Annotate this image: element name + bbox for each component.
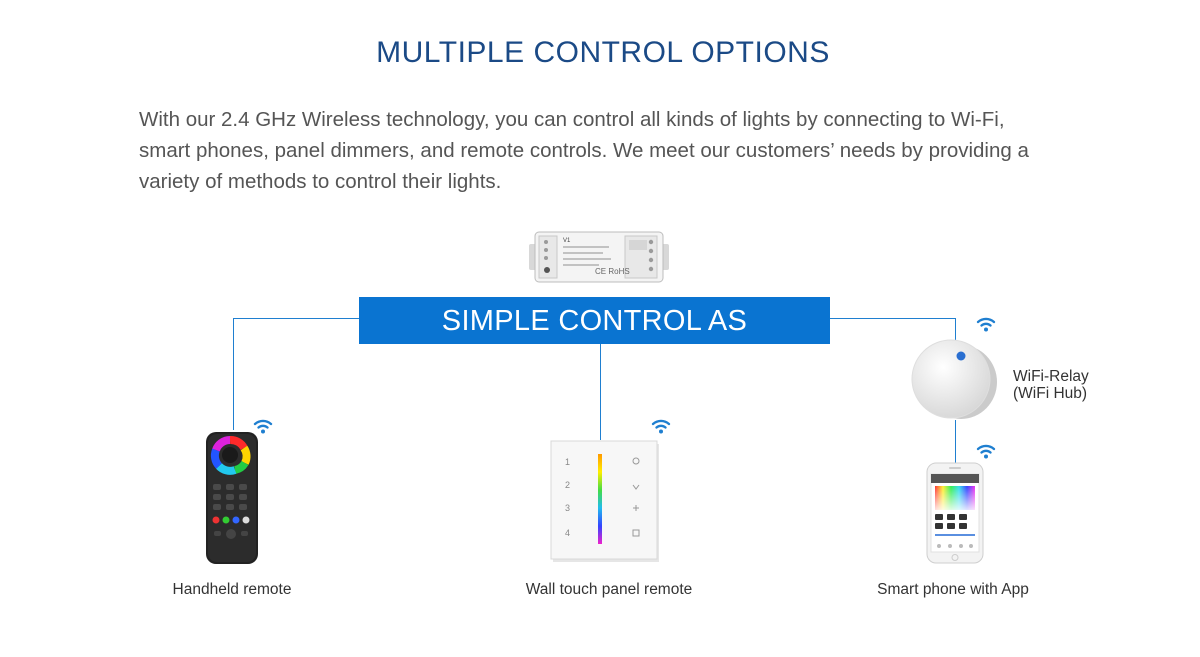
panel-zone: 4 [565, 528, 570, 538]
handheld-remote [206, 432, 258, 564]
connector-line [233, 318, 360, 319]
wall-touch-panel: 1 2 3 4 [550, 440, 659, 562]
wifi-relay-hub [911, 339, 997, 419]
intro-line: With our 2.4 GHz Wireless technology, yo… [139, 108, 1005, 131]
caption-handheld-remote: Handheld remote [172, 581, 292, 598]
wifi-icon [976, 317, 996, 332]
connector-line [955, 420, 956, 464]
relay-label: WiFi-Relay (WiFi Hub) [1013, 368, 1089, 402]
wifi-icon [651, 419, 671, 434]
intro-line: variety of methods to control their ligh… [139, 170, 502, 193]
controller-label: V1 [563, 238, 571, 244]
page-title: MULTIPLE CONTROL OPTIONS [376, 36, 830, 69]
panel-zone: 3 [565, 503, 570, 513]
simple-control-banner: SIMPLE CONTROL AS [359, 297, 830, 344]
relay-label-line: (WiFi Hub) [1013, 385, 1088, 402]
relay-label-line: WiFi-Relay [1013, 368, 1089, 385]
intro-text: With our 2.4 GHz Wireless technology, yo… [139, 104, 1099, 197]
connector-line [829, 318, 956, 319]
connector-line [955, 318, 956, 340]
panel-zone: 1 [565, 457, 570, 467]
intro-line: smart phones, panel dimmers, and remote … [139, 139, 1029, 162]
connector-line [233, 318, 234, 430]
panel-zone: 2 [565, 480, 570, 490]
connector-line [600, 344, 601, 440]
controller-device: CE RoHS V1 [529, 231, 669, 283]
wifi-icon [253, 419, 273, 434]
svg-text:CE RoHS: CE RoHS [595, 267, 630, 276]
wifi-icon [976, 444, 996, 459]
caption-smart-phone: Smart phone with App [877, 581, 1029, 598]
smart-phone [926, 462, 984, 564]
caption-wall-panel: Wall touch panel remote [525, 581, 693, 598]
